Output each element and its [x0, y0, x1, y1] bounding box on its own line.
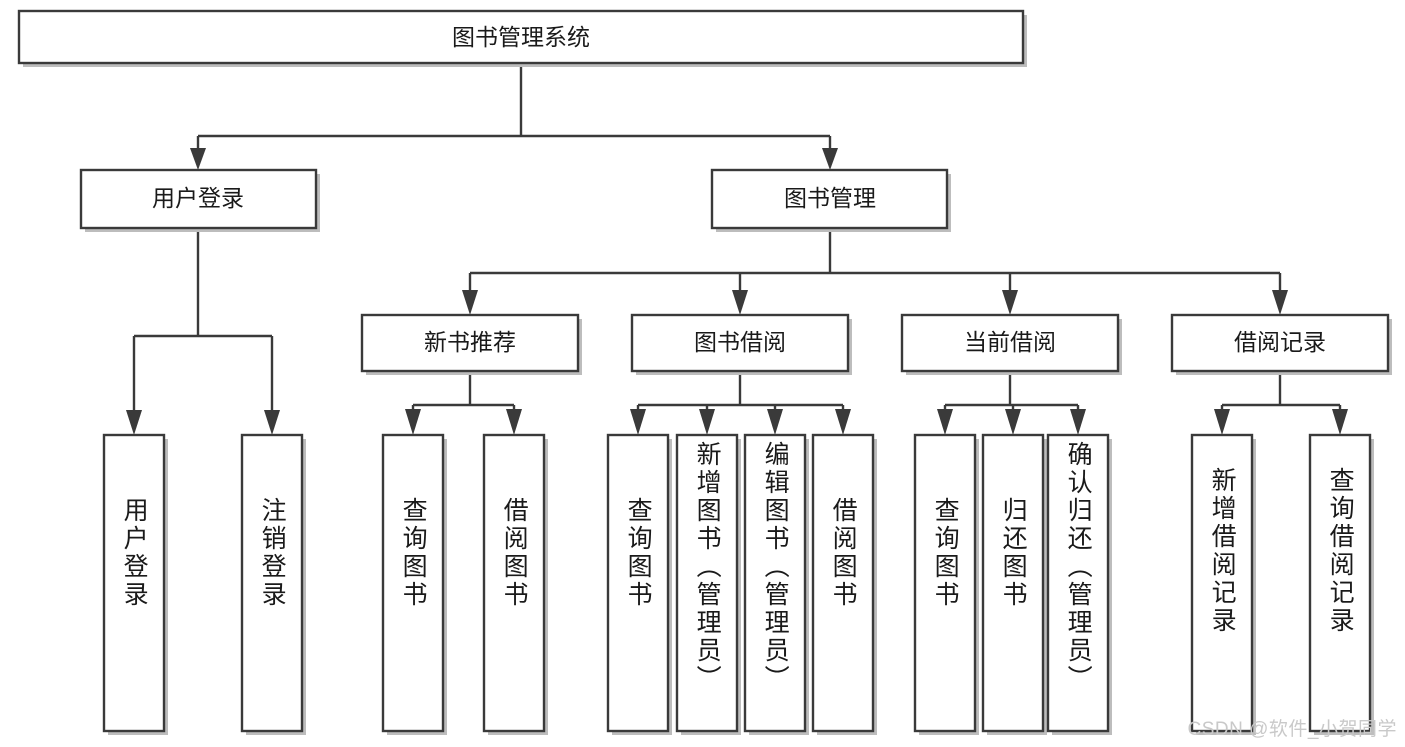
leaf-box — [482, 433, 546, 733]
node-leaf-query-borrow-record[interactable] — [1308, 433, 1374, 735]
node-leaf-logout-login[interactable] — [240, 433, 306, 735]
arrow-newbook-to-leaf1 — [405, 409, 421, 435]
edges-layer — [126, 67, 1348, 435]
arrow-currentborrow-to-leaf3 — [1070, 409, 1086, 435]
leaf-box — [606, 433, 670, 733]
arrow-bookborrow-to-leaf1 — [630, 409, 646, 435]
arrow-bookmanage-to-currentborrow — [1002, 290, 1018, 315]
arrow-bookborrow-to-leaf3 — [767, 409, 783, 435]
node-leaf-return-book[interactable] — [981, 433, 1047, 735]
node-borrow-record-label: 借阅记录 — [1234, 329, 1326, 355]
arrow-bookmanage-to-bookborrow — [732, 290, 748, 315]
node-book-manage-box — [710, 168, 949, 230]
arrow-currentborrow-to-leaf2 — [1005, 409, 1021, 435]
node-current-borrow-label: 当前借阅 — [964, 329, 1056, 355]
leaf-box — [381, 433, 445, 733]
arrow-bookborrow-to-leaf4 — [835, 409, 851, 435]
node-leaf-query-book-rec[interactable] — [381, 433, 447, 735]
node-leaf-borrow-book-rec[interactable] — [482, 433, 548, 735]
node-leaf-confirm-return-admin[interactable] — [1046, 433, 1112, 735]
node-new-book-rec-box — [360, 313, 580, 373]
node-current-borrow[interactable]: 当前借阅 — [900, 313, 1122, 375]
arrow-bookborrow-to-leaf2 — [699, 409, 715, 435]
arrow-userlogin-to-leaf2 — [264, 410, 280, 435]
node-leaf-borrow-book[interactable] — [811, 433, 877, 735]
node-book-borrow-label: 图书借阅 — [694, 329, 786, 355]
node-user-login[interactable]: 用户登录 — [79, 168, 320, 232]
arrow-newbook-to-leaf2 — [506, 409, 522, 435]
node-user-login-label: 用户登录 — [152, 185, 244, 211]
arrow-currentborrow-to-leaf1 — [937, 409, 953, 435]
leaf-box — [743, 433, 807, 733]
node-borrow-record-box — [1170, 313, 1390, 373]
node-root-label: 图书管理系统 — [452, 24, 590, 50]
leaf-box — [913, 433, 977, 733]
node-current-borrow-box — [900, 313, 1120, 373]
arrow-bookmanage-to-borrowrecord — [1272, 290, 1288, 315]
node-new-book-rec-label: 新书推荐 — [424, 329, 516, 355]
nodes-layer: 图书管理系统 用户登录 图书管理 新书推荐 — [17, 9, 1392, 735]
arrow-root-to-user-login — [190, 148, 206, 170]
arrow-root-to-book-manage — [822, 148, 838, 170]
node-leaf-add-borrow-record[interactable] — [1190, 433, 1256, 735]
leaf-box — [1046, 433, 1110, 733]
node-borrow-record[interactable]: 借阅记录 — [1170, 313, 1392, 375]
node-leaf-add-book-admin[interactable] — [675, 433, 741, 735]
leaf-box — [981, 433, 1045, 733]
leaf-box — [1190, 433, 1254, 733]
arrow-userlogin-to-leaf1 — [126, 410, 142, 435]
node-leaf-edit-book-admin[interactable] — [743, 433, 809, 735]
node-leaf-user-login[interactable] — [102, 433, 168, 735]
node-book-manage[interactable]: 图书管理 — [710, 168, 951, 232]
node-book-borrow-box — [630, 313, 850, 373]
node-user-login-box — [79, 168, 318, 230]
leaf-box — [675, 433, 739, 733]
leaf-box — [811, 433, 875, 733]
node-root-box — [17, 9, 1025, 65]
node-leaf-query-book-borrow[interactable] — [606, 433, 672, 735]
node-leaf-query-book-current[interactable] — [913, 433, 979, 735]
arrow-bookmanage-to-newbook — [462, 290, 478, 315]
leaf-box — [1308, 433, 1372, 733]
csdn-watermark: CSDN @软件_小贺同学 — [1187, 719, 1397, 740]
arrow-borrowrecord-to-leaf1 — [1214, 409, 1230, 435]
node-book-borrow[interactable]: 图书借阅 — [630, 313, 852, 375]
node-new-book-rec[interactable]: 新书推荐 — [360, 313, 582, 375]
node-root[interactable]: 图书管理系统 — [17, 9, 1027, 67]
node-book-manage-label: 图书管理 — [784, 185, 876, 211]
leaf-box — [102, 433, 166, 733]
leaf-box — [240, 433, 304, 733]
arrow-borrowrecord-to-leaf2 — [1332, 409, 1348, 435]
